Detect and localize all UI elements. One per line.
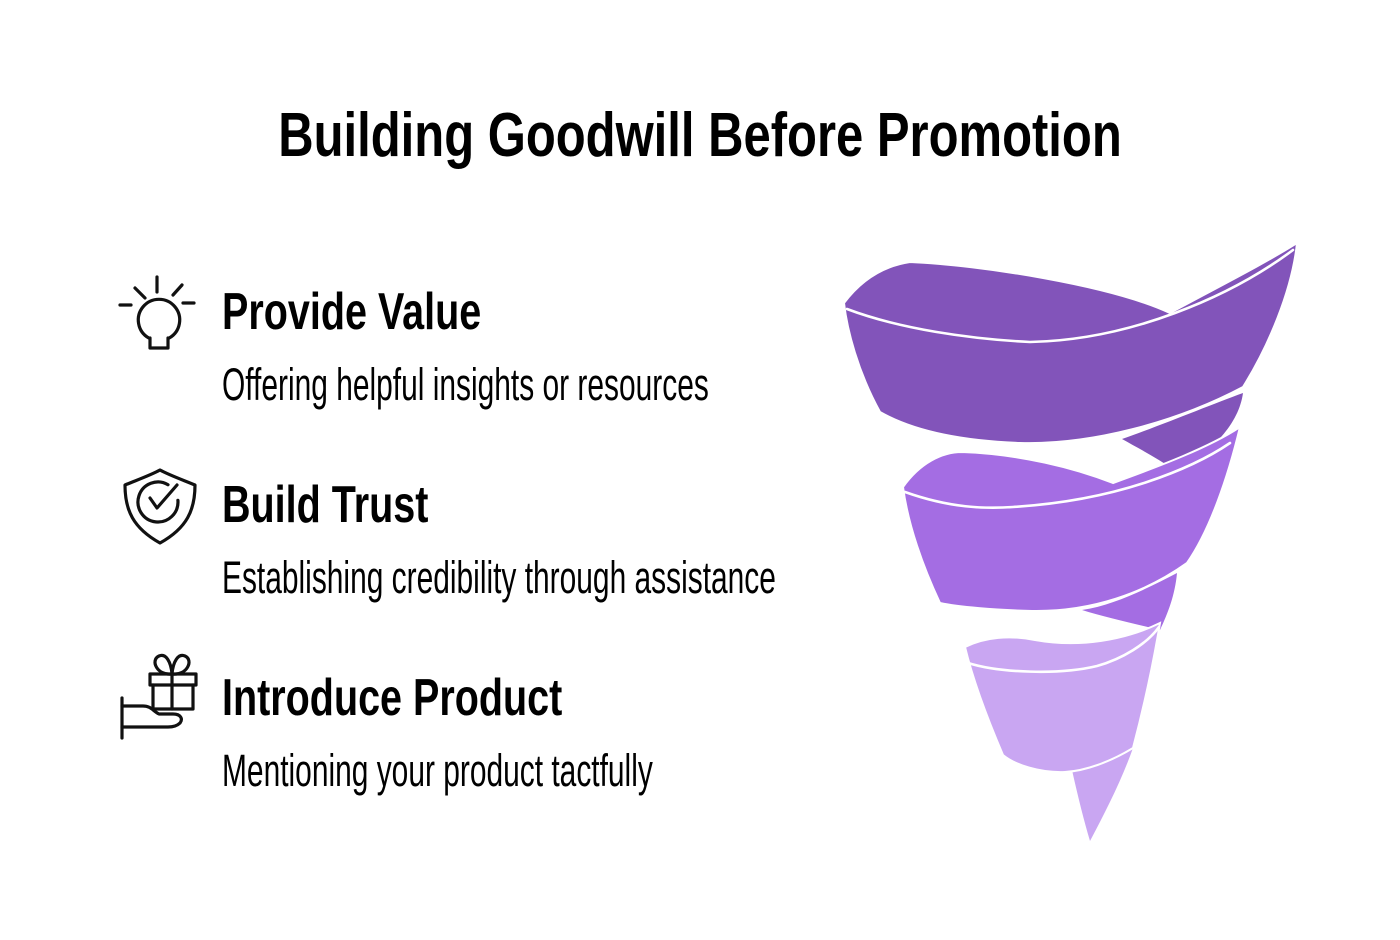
step-description: Mentioning your product tactfully [222,745,653,796]
funnel-tail [1072,748,1133,841]
funnel-rim-line-bottom [966,625,1161,674]
lightbulb-icon [118,275,196,350]
funnel-segment-top [842,241,1299,445]
funnel-mid-wedge [1082,573,1177,630]
funnel-rim-line-middle [903,441,1232,510]
funnel-rim-line-top [845,248,1295,344]
page-title: Building Goodwill Before Promotion [278,101,1122,170]
funnel-top-wedge [1122,393,1243,471]
funnel-illustration [842,241,1299,841]
step-build-trust: Build Trust Establishing credibility thr… [0,453,1400,603]
funnel-segment-middle [901,424,1242,613]
funnel-segment-bottom [963,621,1162,774]
step-provide-value: Provide Value Offering helpful insights … [0,260,1400,410]
step-description: Establishing credibility through assista… [222,552,776,603]
step-heading: Introduce Product [222,669,563,727]
gift-hand-icon [120,653,198,740]
shield-check-icon [123,468,197,545]
step-description: Offering helpful insights or resources [222,359,709,410]
step-heading: Build Trust [222,476,429,534]
step-introduce-product: Introduce Product Mentioning your produc… [0,646,1400,796]
step-heading: Provide Value [222,283,482,341]
